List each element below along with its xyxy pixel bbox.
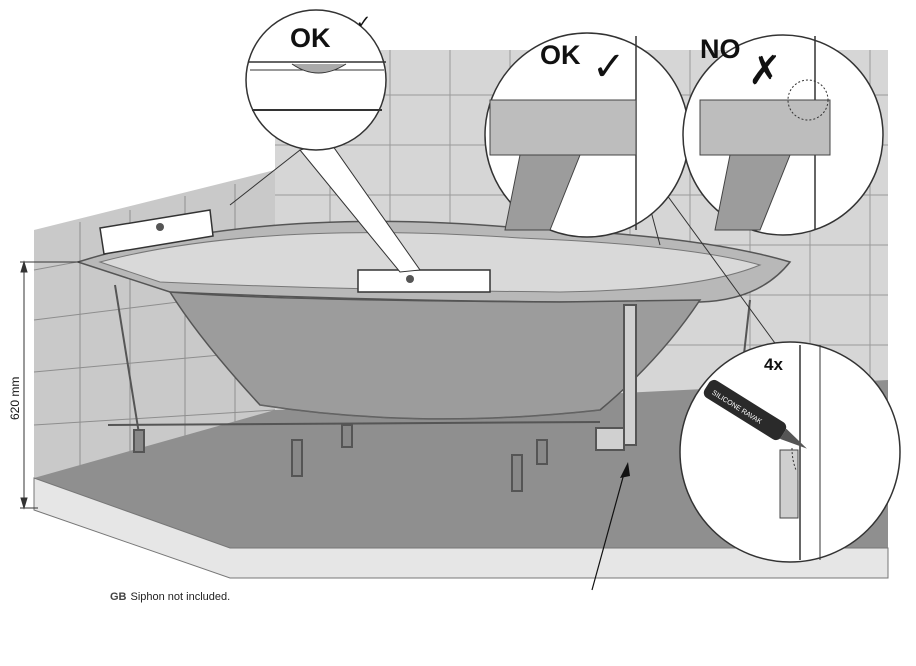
level-ok-label: OK	[290, 23, 331, 53]
wall-ok-label: OK	[540, 40, 581, 70]
siphon-arrow	[591, 462, 630, 591]
drain-pipe	[595, 304, 637, 451]
floor	[33, 380, 889, 579]
support-frame	[107, 284, 751, 492]
callout-wall-fit: OK ✓ NO ✗	[484, 32, 884, 238]
silicone-count-label: 4x	[764, 355, 783, 374]
spirit-level-left	[99, 209, 214, 255]
caption-language-code: GB	[110, 591, 127, 603]
bathtub	[75, 220, 792, 420]
height-label: 620 mm	[8, 377, 22, 420]
callout-silicone: SILICONE RAVAK 4x	[679, 341, 901, 563]
spirit-level-right	[357, 269, 491, 293]
callout-level-ok: OK ✓	[245, 9, 387, 151]
caption-text: Siphon not included.	[130, 591, 231, 603]
check-icon: ✓	[356, 12, 371, 32]
height-dimension: 620 mm	[8, 260, 80, 510]
wall-no-label: NO	[700, 34, 741, 64]
check-icon: ✓	[592, 45, 626, 89]
cross-icon: ✗	[748, 49, 782, 93]
